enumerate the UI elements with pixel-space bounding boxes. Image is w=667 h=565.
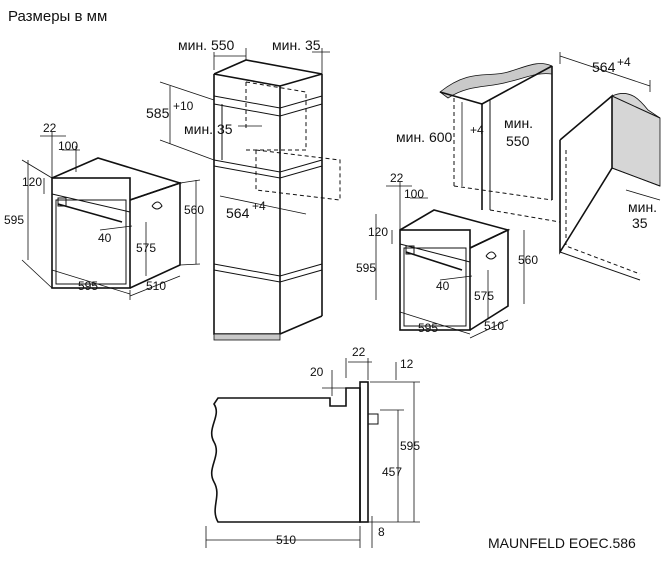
oven-left-top [51,157,183,201]
oven-left-dim-595h: 595 [4,213,24,227]
oven-left: 22 100 120 595 560 40 575 595 510 [4,121,204,300]
oven-right-dim-595h: 595 [356,261,376,275]
oven-right-dim-595w: 595 [418,321,438,335]
oven-right-dim-560: 560 [518,253,538,267]
cabinet-dim-min550: мин. 550 [178,37,235,53]
side-dim-457: 457 [382,465,402,479]
model-label: MAUNFELD EOEC.586 [488,535,636,551]
oven-left-front [51,177,131,289]
side-dim-12: 12 [400,357,414,371]
oven-right-dim-120: 120 [368,225,388,239]
counter-dim-564-tol: +4 [617,55,631,69]
cabinet-dim-564-tol: +4 [252,199,266,213]
oven-right-dim-100: 100 [404,187,424,201]
counter-dim-min600-tol: +4 [470,123,484,137]
oven-left-dim-595w: 595 [78,279,98,293]
oven-right-dim-40: 40 [436,279,450,293]
counter-dim-min550-a: мин. [504,115,533,131]
oven-left-dim-575: 575 [136,241,156,255]
tall-cabinet: мин. 550 мин. 35 585 +10 мин. 35 564 +4 [146,37,341,341]
side-dim-595: 595 [400,439,420,453]
oven-right-dim-575: 575 [474,289,494,303]
oven-left-dim-100: 100 [58,139,78,153]
oven-left-dim-22: 22 [43,121,57,135]
oven-left-dim-510: 510 [146,279,166,293]
oven-right-dim-22: 22 [390,171,404,185]
oven-right-dim-510: 510 [484,319,504,333]
oven-left-dim-560: 560 [184,203,204,217]
counter-dim-min600: мин. 600 [396,129,453,145]
side-dim-8: 8 [378,525,385,539]
side-section: 22 20 12 595 457 510 8 [205,345,420,548]
diagram-title: Размеры в мм [8,8,108,25]
cabinet-dim-min35-mid: мин. 35 [184,121,233,137]
oven-left-dim-40: 40 [98,231,112,245]
cabinet-dim-564: 564 [226,205,250,221]
counter-dim-min550-b: 550 [506,133,530,149]
cabinet-dim-585-tol: +10 [173,99,194,113]
cabinet-dim-585: 585 [146,105,170,121]
counter-unit: 564 +4 мин. 600 +4 мин. 550 мин. 35 [396,52,661,281]
cabinet-dim-min35-top: мин. 35 [272,37,321,53]
oven-right: 22 100 120 595 560 40 575 595 510 [356,171,538,339]
counter-dim-min35-b: 35 [632,215,648,231]
oven-left-side [129,181,181,289]
side-dim-510: 510 [276,533,296,547]
side-dim-22: 22 [352,345,366,359]
side-dim-20: 20 [310,365,324,379]
oven-left-dim-120: 120 [22,175,42,189]
counter-dim-564: 564 [592,59,616,75]
counter-dim-min35-a: мин. [628,199,657,215]
